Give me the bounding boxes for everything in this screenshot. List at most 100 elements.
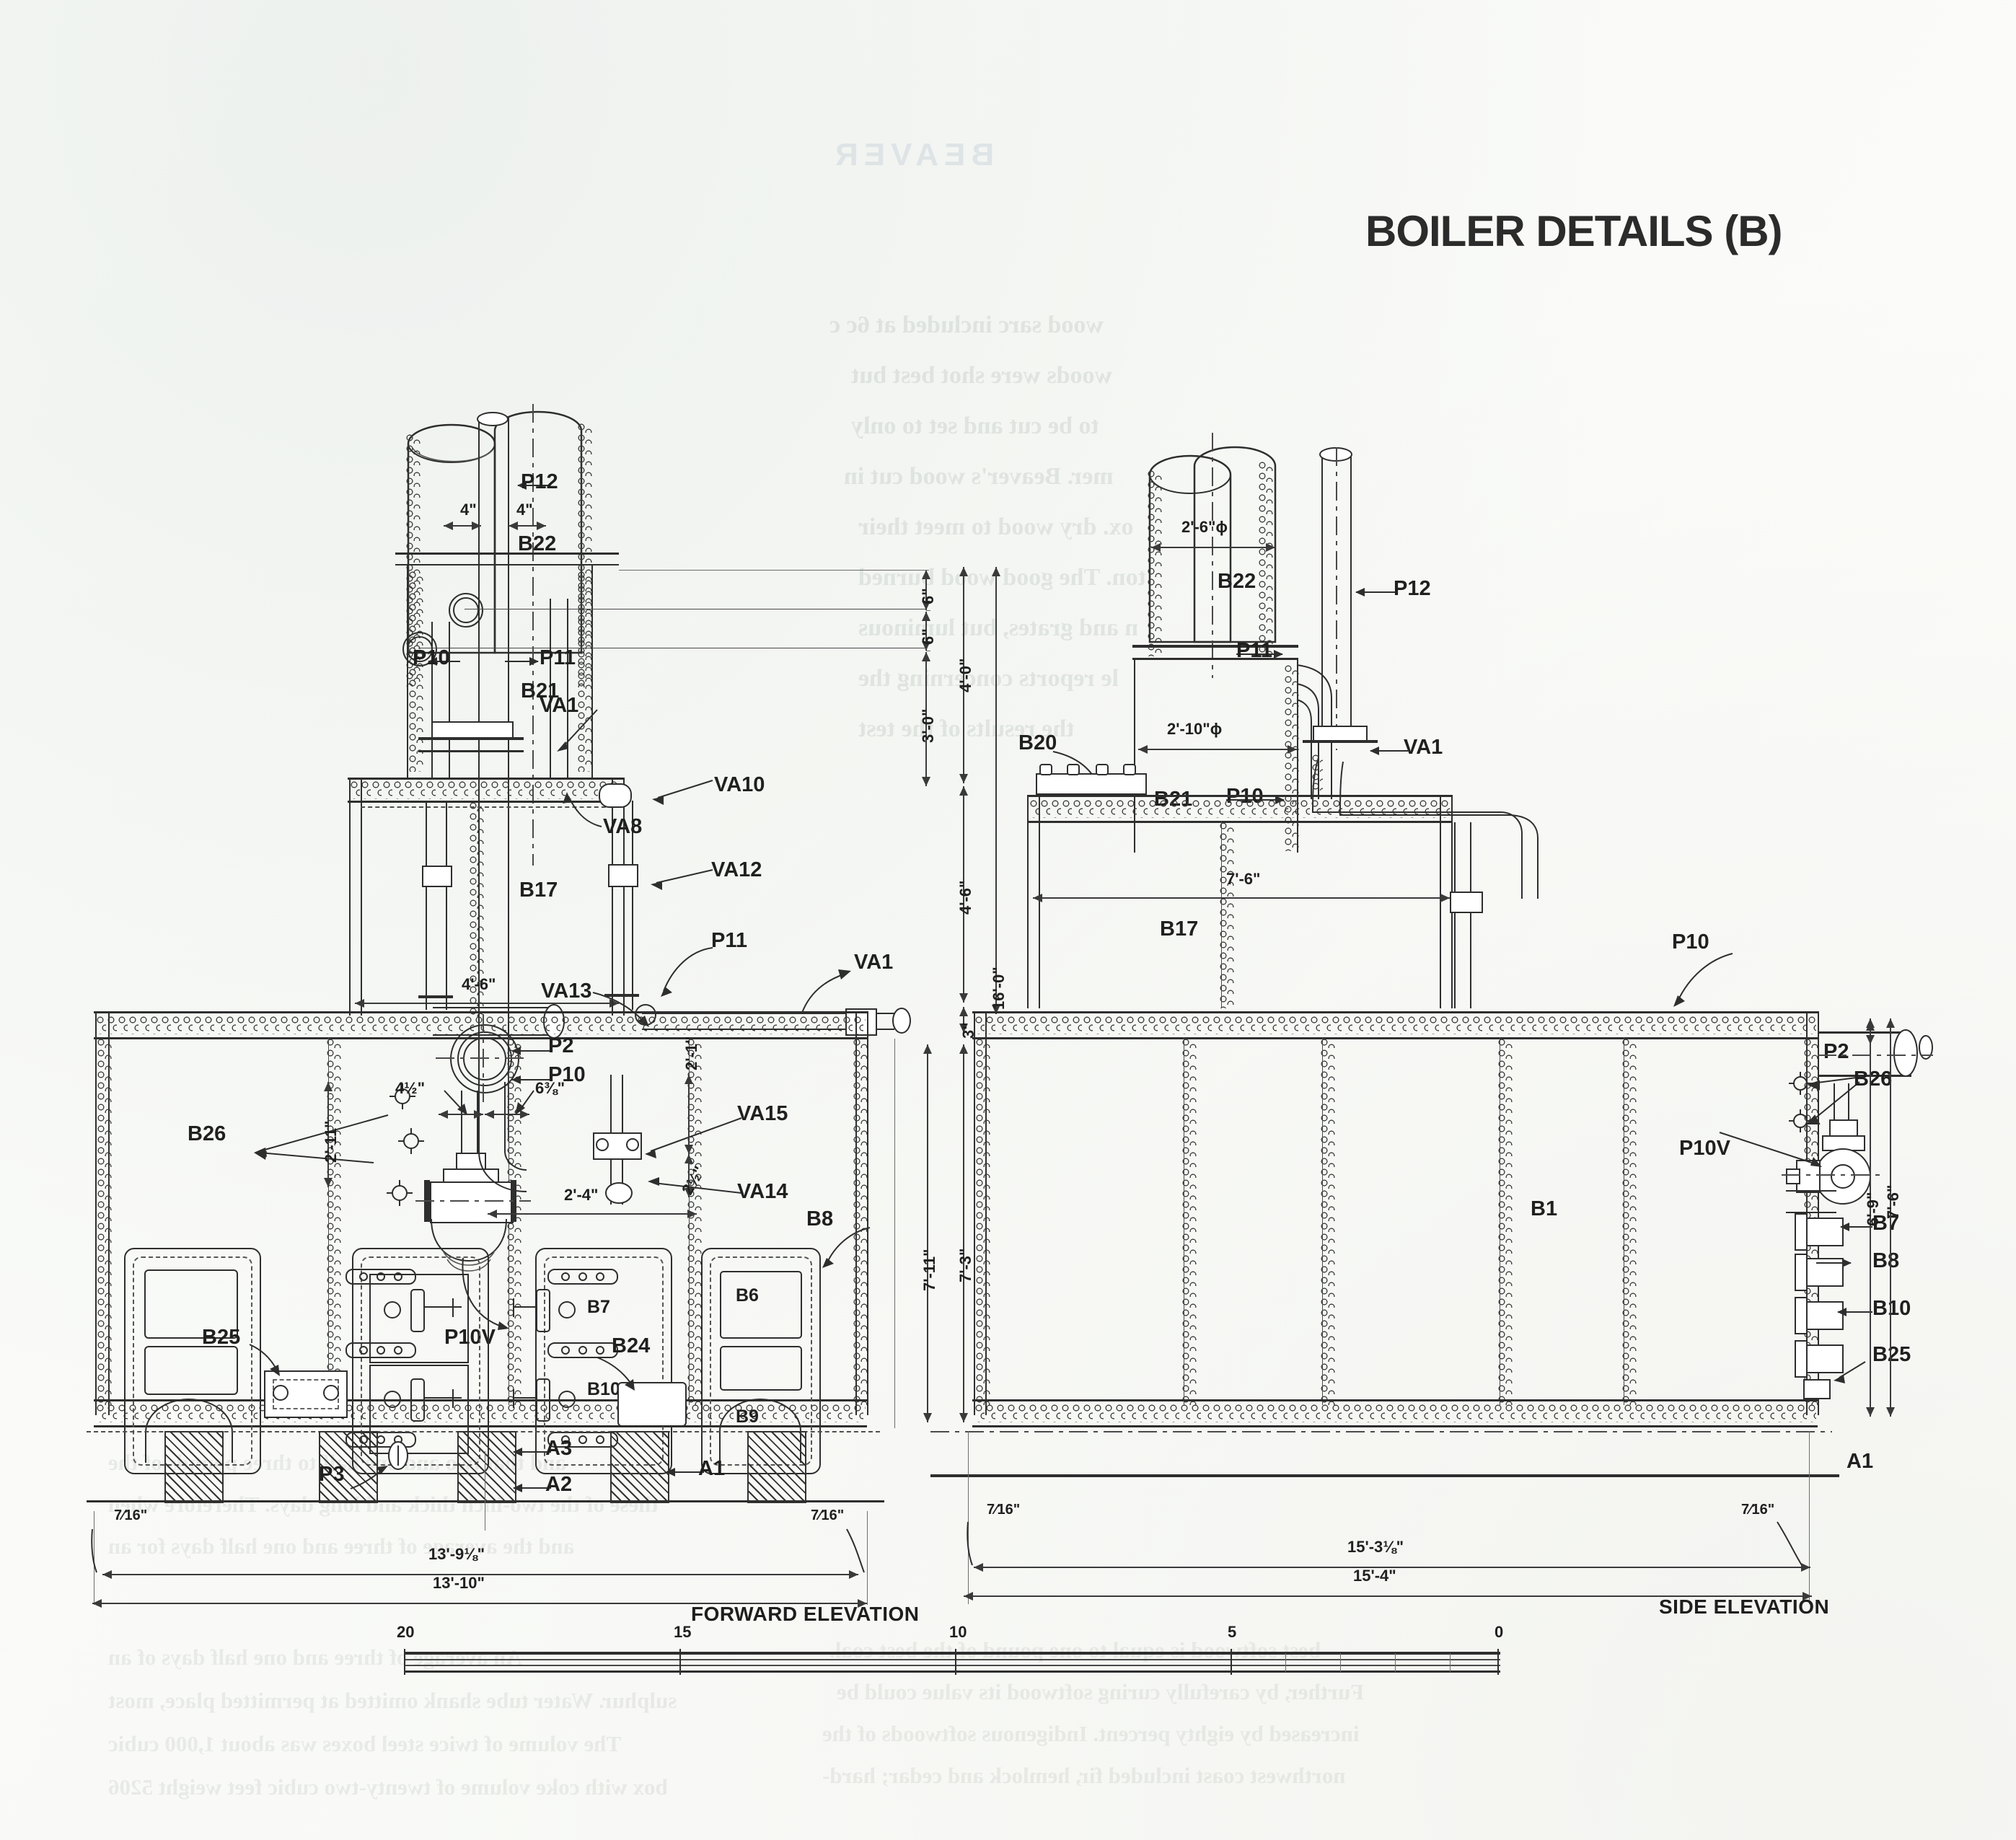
side-pipe-curves (1296, 664, 1332, 799)
leader-p2 (511, 1047, 553, 1055)
side-b26-fittings (1789, 1072, 1860, 1132)
riser-flange (604, 994, 639, 997)
leader-dims-small (444, 1090, 534, 1115)
dim-line-4half (439, 1110, 483, 1119)
dim-line-7ft11 (923, 1044, 932, 1422)
side-label-p10v: P10V (1679, 1137, 1730, 1160)
side-p12-left (1321, 453, 1323, 734)
side-shell-top-plate (972, 1011, 1818, 1013)
side-label-va1: VA1 (1404, 736, 1443, 759)
side-label-b20: B20 (1018, 731, 1057, 754)
side-b17-top-rivets (1029, 799, 1450, 818)
shell-right-rivets (853, 1037, 868, 1405)
label-va10: VA10 (714, 773, 765, 796)
dim-line-4in-a (444, 521, 481, 530)
shell-bottom-plate (94, 1399, 867, 1401)
side-stack-rivets-r (1258, 460, 1274, 656)
shell-seam-rivets-3 (687, 1037, 703, 1405)
dim-2ft-1in: 2'-1" (682, 1036, 700, 1070)
pipe-p10-elbow (478, 1082, 527, 1192)
sheet-title: BOILER DETAILS (B) (1365, 207, 1783, 255)
dim-line-2ft11 (324, 1082, 333, 1187)
label-b24: B24 (612, 1334, 651, 1357)
p10v-body (430, 1181, 514, 1223)
foundation-block-3 (457, 1431, 516, 1503)
dim-line-4in-b (509, 521, 546, 530)
b17-right-wall (623, 778, 625, 1016)
foundation-block-5 (747, 1431, 806, 1503)
leader-va14 (648, 1177, 742, 1194)
side-label-p11: P11 (1236, 639, 1272, 662)
side-handhole-4-flange (1795, 1340, 1808, 1378)
side-shell-bottom-plate-lower (972, 1425, 1818, 1427)
dim-line-2ft1 (685, 1075, 693, 1154)
door-2-plate-upper (369, 1274, 469, 1363)
leader-716-left (91, 1528, 97, 1573)
side-handhole-3-flange (1795, 1297, 1808, 1334)
label-b17: B17 (519, 879, 558, 902)
dim-line-7ft6-b17 (1033, 894, 1450, 902)
door-panel-2-inner (361, 1256, 480, 1466)
dim-2ft-11in: 2'-11" (322, 1120, 340, 1163)
dim-2ft-10-dia: 2'-10"ϕ (1167, 720, 1223, 738)
b21-rivet-column (408, 570, 424, 772)
leader-716-right (846, 1528, 865, 1573)
label-va13: VA13 (541, 980, 592, 1003)
riser-coupling (608, 864, 638, 887)
va15-bolt-right (626, 1138, 639, 1151)
side-label-b25: B25 (1872, 1343, 1911, 1366)
door-panel-2 (352, 1248, 489, 1474)
dim-2ft-4in: 2'-4" (564, 1186, 599, 1204)
side-va1-plate (1303, 740, 1378, 743)
side-riser-coupling (1450, 892, 1483, 913)
scale-subtick (1340, 1653, 1341, 1672)
side-dim-716-right: 7⁄16" (1741, 1502, 1775, 1518)
label-b9: B9 (736, 1407, 759, 1427)
dim-line-2ft6-dia (1151, 543, 1275, 552)
label-b21: B21 (521, 679, 560, 703)
side-b21-left (1134, 658, 1135, 853)
label-va11: VA12 (711, 858, 762, 881)
side-seam-rivets-3 (1497, 1037, 1513, 1405)
b17-left-wall (349, 778, 351, 1016)
door-1-arch (145, 1399, 233, 1463)
dim-line-7ft6 (1886, 1018, 1895, 1417)
side-b17-top-plate-lower (1027, 821, 1451, 823)
side-leader-p10-run (1673, 953, 1733, 1007)
label-p10: P10 (413, 646, 450, 669)
bottom-cross-pipe-top (433, 1007, 555, 1008)
scale-tick-15 (679, 1649, 681, 1675)
dim-line-3ft (922, 652, 930, 786)
dim-7ft-11in: 7'-11" (920, 1249, 938, 1291)
scale-label-20: 20 (397, 1623, 415, 1641)
side-shell-left (974, 1011, 975, 1415)
dim-16ft-0in: 16'-0" (990, 967, 1008, 1010)
b25-bolt-left (273, 1385, 289, 1401)
label-b22: B22 (518, 532, 557, 555)
dim-15ft-4in: 15'-4" (1353, 1567, 1396, 1585)
label-b25: B25 (202, 1326, 241, 1349)
dim-2ft-6-dia: 2'-6"ϕ (1181, 518, 1228, 536)
dim-line-13-9 (102, 1570, 858, 1579)
door-panel-3-inner (544, 1256, 664, 1466)
side-leader-va1 (1370, 747, 1408, 755)
p2-housing-top (1818, 1031, 1911, 1034)
label-va15: VA15 (737, 1102, 788, 1125)
scale-subtick (1450, 1653, 1451, 1672)
dim-7ft-6in-b17: 7'-6" (1226, 870, 1261, 888)
side-label-a1: A1 (1846, 1450, 1874, 1473)
side-label-p2: P2 (1823, 1040, 1849, 1063)
leader-va1 (557, 709, 598, 752)
p2-manhole-outer (450, 1024, 519, 1093)
side-p10v-stem-l (1834, 1083, 1835, 1150)
b17-top-plate (348, 778, 625, 780)
dim-line-13-10 (92, 1599, 867, 1608)
p11-end-cap (892, 1008, 911, 1034)
pipe-p10-left (431, 622, 433, 779)
b20-bolts (1039, 764, 1136, 775)
b21-left-wall (407, 564, 408, 779)
b26-fittings (387, 1083, 424, 1206)
downcomer-coupling (422, 866, 452, 887)
extension-line (926, 610, 930, 611)
dim-line-16ft (992, 567, 1000, 1014)
